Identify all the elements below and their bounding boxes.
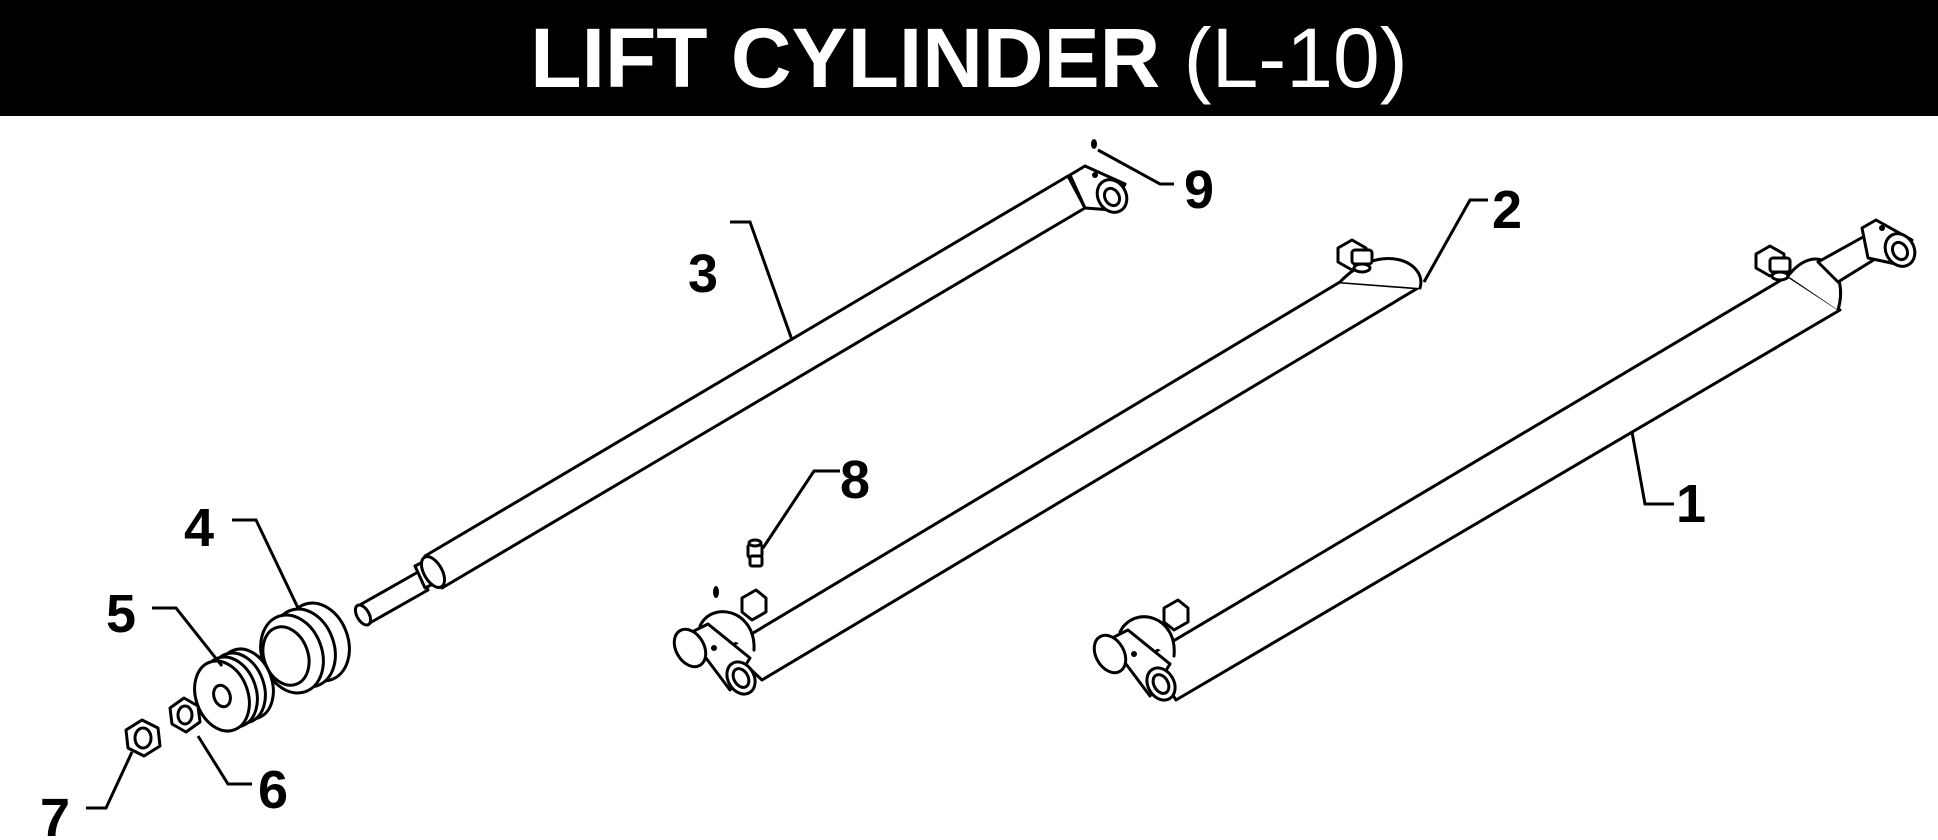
nut-part-7	[124, 718, 162, 758]
callout-4: 4	[184, 498, 214, 558]
washer-part-6	[168, 696, 202, 734]
page-title-main: LIFT CYLINDER	[530, 11, 1161, 105]
callout-9: 9	[1184, 160, 1214, 220]
callout-5: 5	[106, 584, 136, 644]
cylinder-assembly-part-1	[1092, 218, 1917, 702]
callout-2: 2	[1492, 180, 1522, 240]
grease-fitting-part-8	[746, 538, 764, 568]
callout-1: 1	[1676, 474, 1706, 534]
page-title: LIFT CYLINDER (L-10)	[530, 16, 1407, 100]
exploded-view-drawing: 1 2 3 4 5 6 7 8 9	[40, 139, 1917, 840]
title-bar: LIFT CYLINDER (L-10)	[0, 0, 1938, 116]
callout-6: 6	[258, 760, 288, 820]
small-pin	[713, 586, 719, 598]
callout-numbers: 1 2 3 4 5 6 7 8 9	[40, 160, 1706, 840]
gland-part-4	[259, 601, 351, 695]
parts-diagram: 1 2 3 4 5 6 7 8 9	[0, 116, 1938, 840]
piston-rod-part-3	[353, 164, 1129, 627]
callout-8: 8	[840, 450, 870, 510]
page-title-model: (L-10)	[1183, 11, 1408, 105]
piston-part-5	[193, 647, 275, 733]
cylinder-barrel-part-2	[672, 238, 1423, 696]
leader-lines	[86, 148, 1674, 810]
part-9-pin	[1091, 139, 1097, 149]
callout-3: 3	[688, 244, 718, 304]
callout-7: 7	[40, 788, 70, 840]
